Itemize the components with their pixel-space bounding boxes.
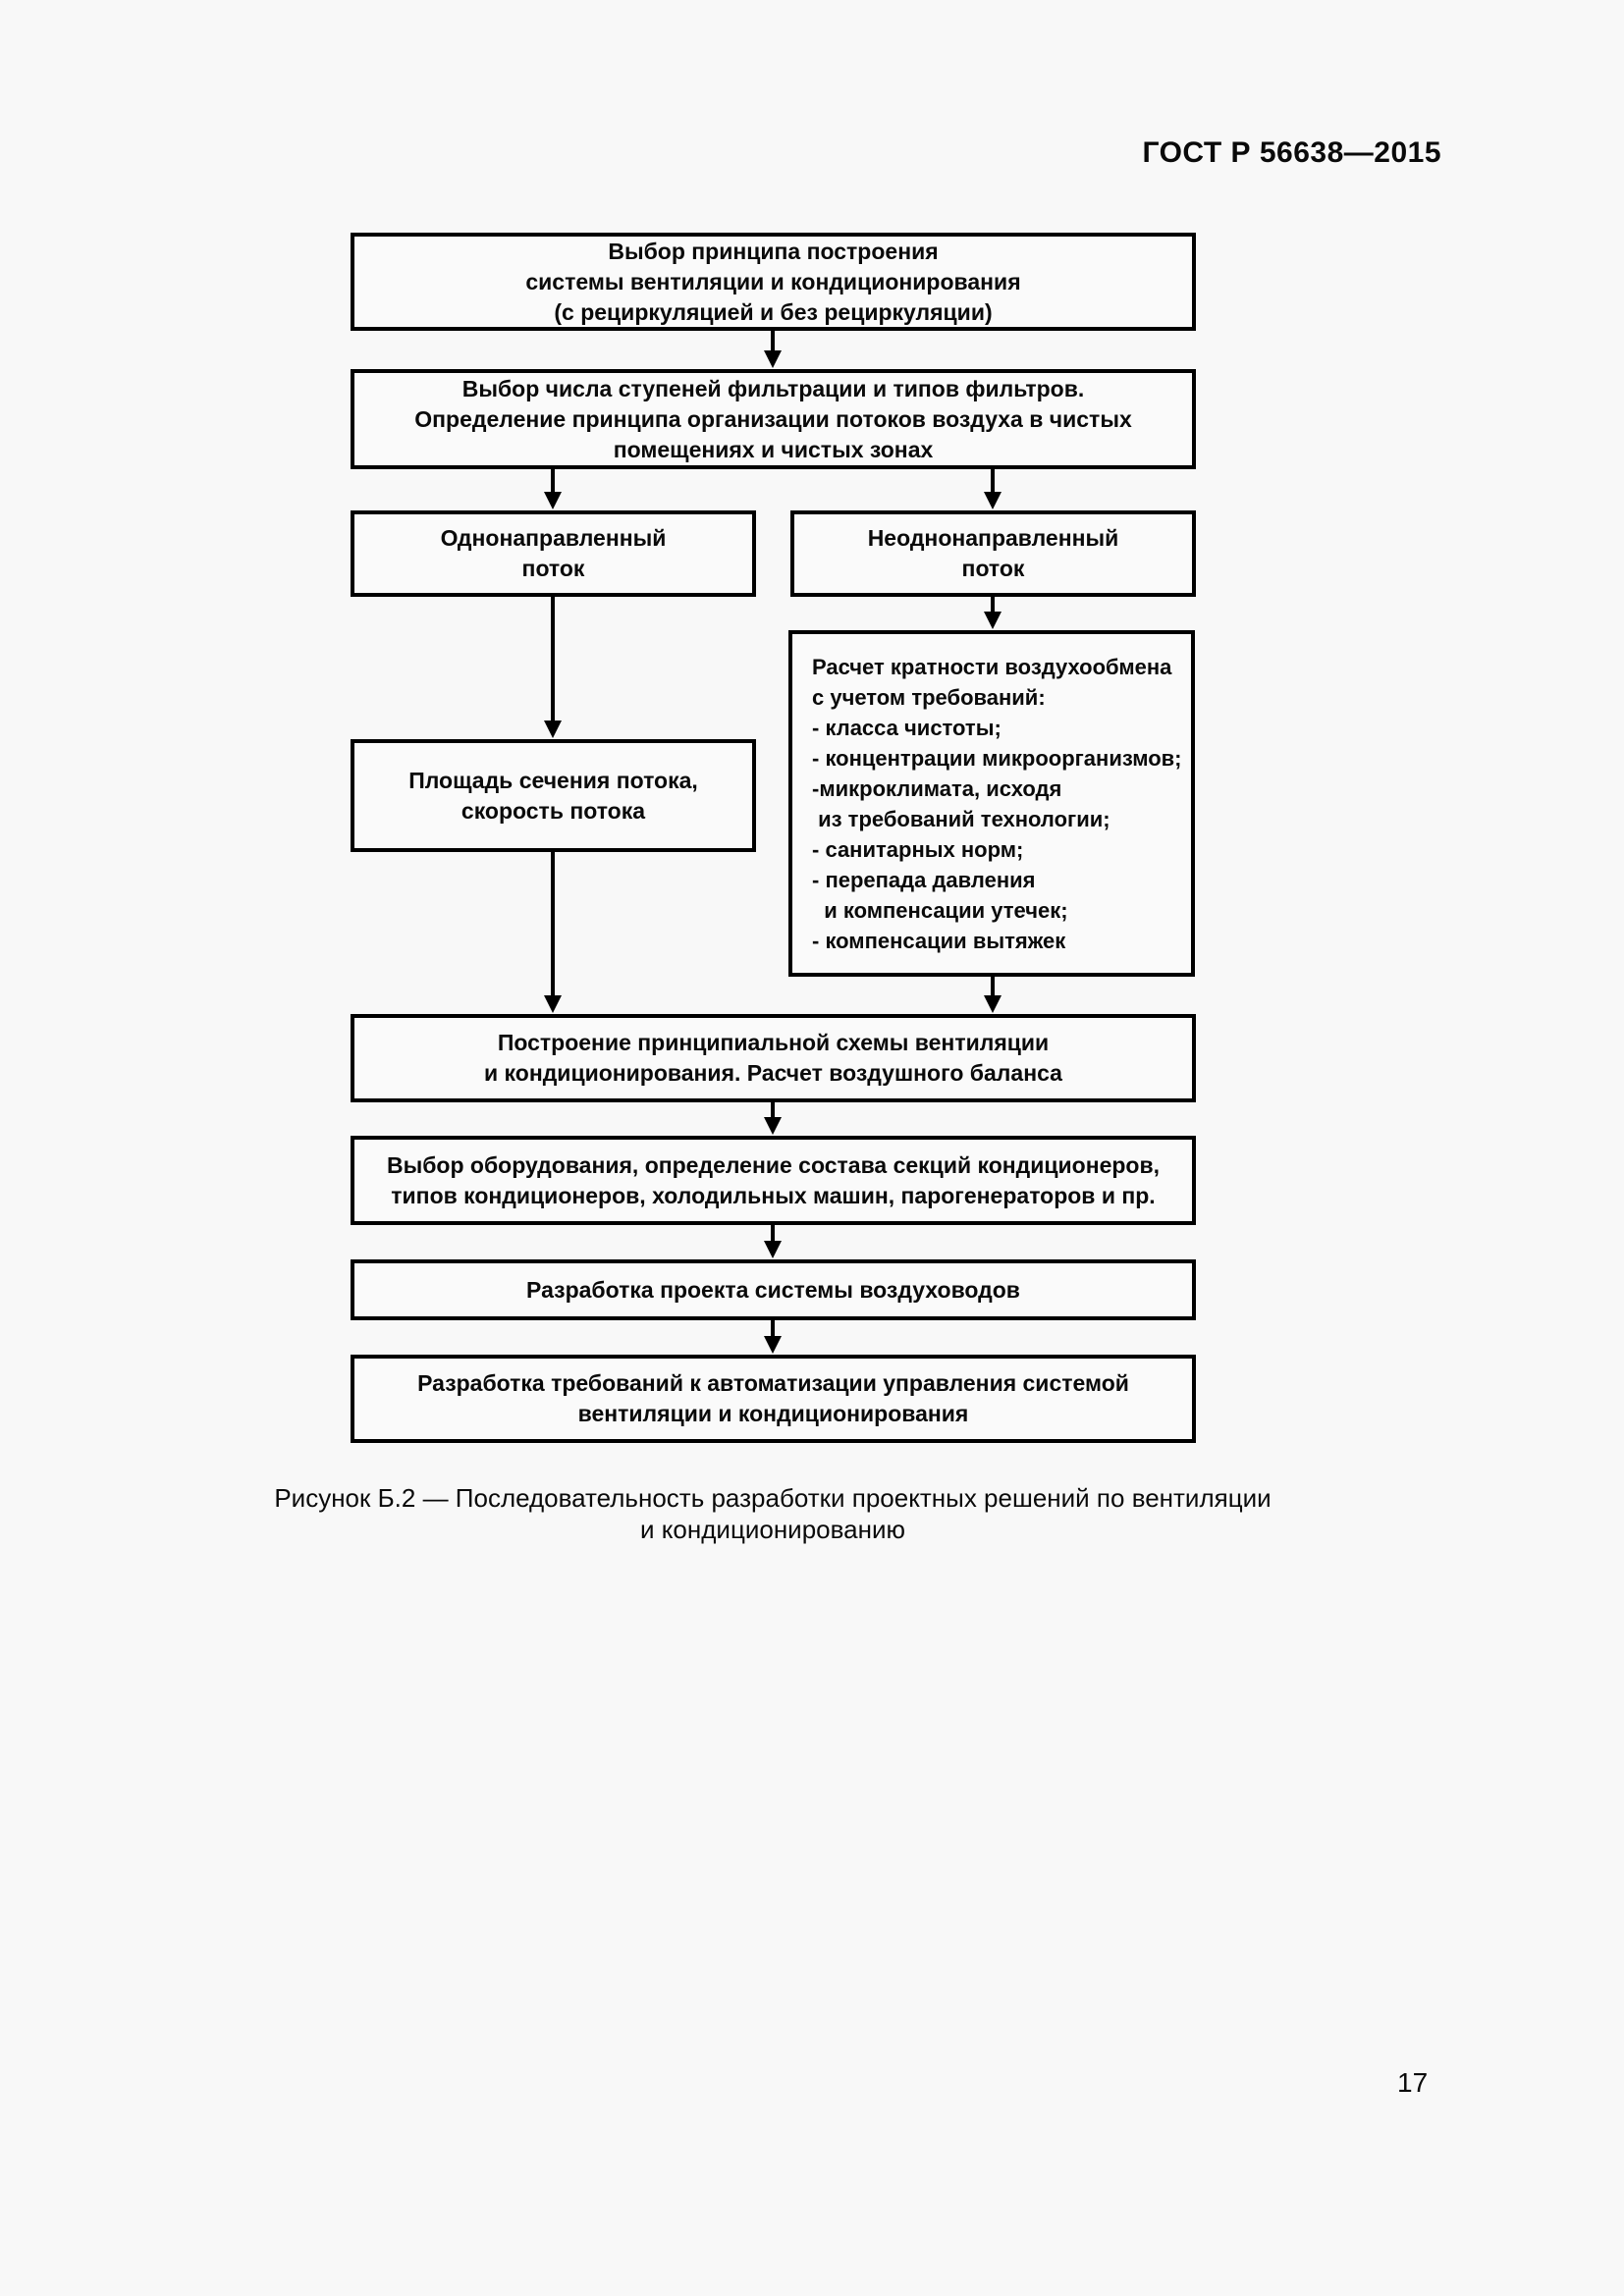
- connector-arrow-down: [991, 469, 995, 493]
- connector-arrow-down: [771, 1320, 775, 1337]
- step-non-unidirectional-flow: Неоднонаправленный поток: [790, 510, 1196, 597]
- connector-arrow-down: [991, 977, 995, 996]
- connector-arrow-down: [771, 1225, 775, 1242]
- step-unidirectional-flow: Однонаправленный поток: [351, 510, 756, 597]
- connector-arrow-down: [991, 597, 995, 613]
- figure-caption: Рисунок Б.2 — Последовательность разрабо…: [274, 1483, 1272, 1544]
- connector-arrow-down: [771, 1102, 775, 1118]
- step-air-exchange-calculation: Расчет кратности воздухообмена с учетом …: [788, 630, 1195, 977]
- step-schematic-design: Построение принципиальной схемы вентиляц…: [351, 1014, 1196, 1102]
- connector-arrow-down: [551, 597, 555, 721]
- step-principle-selection: Выбор принципа построения системы вентил…: [351, 233, 1196, 331]
- step-automation-requirements: Разработка требований к автоматизации уп…: [351, 1355, 1196, 1443]
- step-filtration-stages: Выбор числа ступеней фильтрации и типов …: [351, 369, 1196, 469]
- connector-arrow-down: [771, 331, 775, 351]
- page-number: 17: [1397, 2067, 1429, 2098]
- connector-arrow-down: [551, 469, 555, 493]
- step-flow-area-velocity: Площадь сечения потока, скорость потока: [351, 739, 756, 852]
- step-equipment-selection: Выбор оборудования, определение состава …: [351, 1136, 1196, 1225]
- step-duct-system-design: Разработка проекта системы воздуховодов: [351, 1259, 1196, 1320]
- document-header: ГОСТ Р 56638—2015: [1142, 136, 1441, 169]
- connector-arrow-down: [551, 852, 555, 996]
